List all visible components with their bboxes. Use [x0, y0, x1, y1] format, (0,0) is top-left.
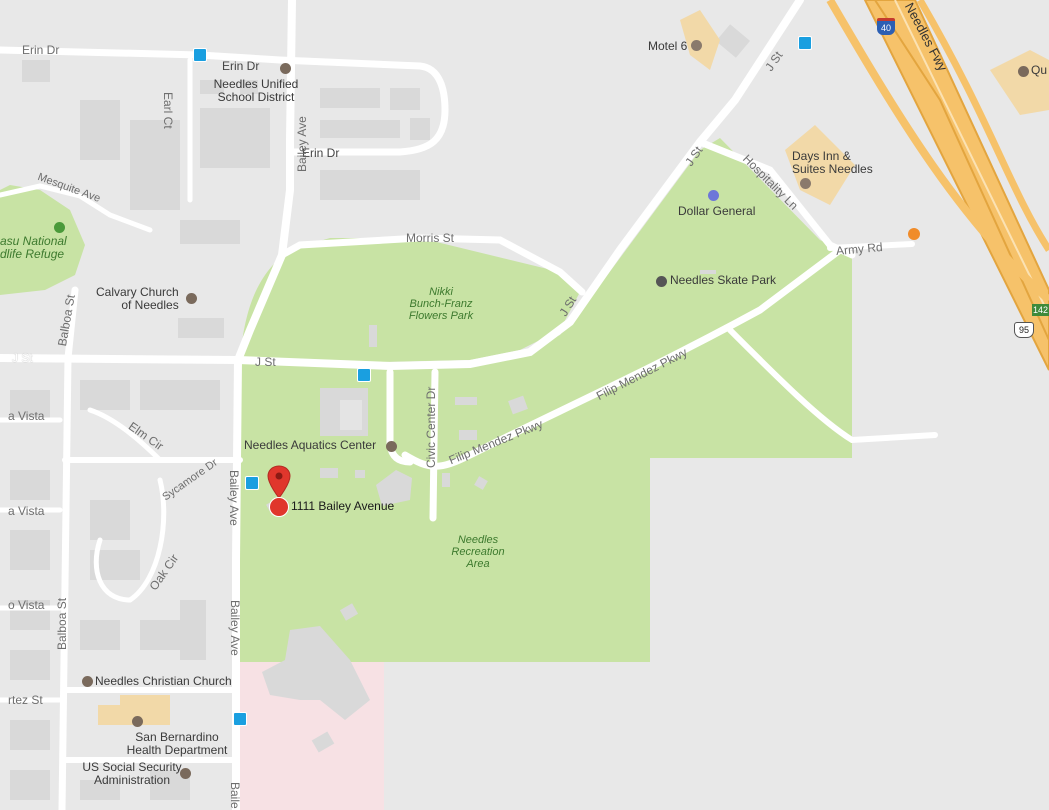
commercial-buildings — [98, 10, 1049, 725]
street-label-erin-dr: Erin Dr — [22, 43, 60, 57]
street-label-bailey-ave: Baile — [228, 782, 242, 809]
park-label-line: Needles — [457, 534, 499, 546]
bus-stop-icon[interactable] — [798, 36, 812, 50]
hotel-icon[interactable] — [1018, 66, 1029, 77]
street-label-bailey-ave: Bailey Ave — [227, 470, 241, 526]
street-label-erin-dr: Erin Dr — [302, 146, 340, 160]
poi-needles-christian-church[interactable]: Needles Christian Church — [95, 674, 232, 688]
bus-stop-icon[interactable] — [233, 712, 247, 726]
route-142-shield: 142 — [1032, 304, 1049, 316]
bus-stop-icon[interactable] — [357, 368, 371, 382]
restaurant-icon[interactable] — [908, 228, 920, 240]
park-icon[interactable] — [54, 222, 65, 233]
school-icon[interactable] — [280, 63, 291, 74]
street-label-vista: a Vista — [8, 409, 45, 423]
roads — [0, 0, 938, 810]
street-label-ortez-st: rtez St — [8, 693, 43, 707]
poi-label: Suites Needles — [792, 162, 873, 177]
freeway-outer — [863, 0, 1049, 371]
refuge-area — [0, 185, 85, 295]
street-label-j-st: J St — [12, 351, 33, 365]
poi-needles-unified-school-district[interactable]: Needles Unified School District — [204, 77, 308, 105]
poi-label: School District — [217, 90, 295, 105]
church-icon[interactable] — [186, 293, 197, 304]
park-label-line: Bunch-Franz — [409, 298, 473, 311]
interstate-40-shield: 40 — [877, 18, 895, 35]
poi-label: Days Inn & — [792, 149, 851, 163]
park-label-line: Recreation — [451, 546, 505, 559]
park-label-recreation-area: Needles Recreation Area — [442, 534, 514, 570]
freeway-divider — [894, 0, 1049, 316]
address-marker-icon[interactable] — [269, 497, 289, 517]
poi-us-social-security-administration[interactable]: US Social Security Administration — [74, 760, 190, 788]
street-label-vista: o Vista — [8, 598, 45, 612]
poi-label: Health Department — [126, 743, 228, 758]
poi-needles-skate-park[interactable]: Needles Skate Park — [670, 273, 777, 287]
skate-park-icon[interactable] — [656, 276, 667, 287]
park-label-nikki-bunch-franz: Nikki Bunch-Franz Flowers Park — [406, 286, 476, 322]
poi-days-inn[interactable]: Days Inn & Suites Needles — [792, 149, 873, 177]
government-icon[interactable] — [132, 716, 143, 727]
poi-national-wildlife-refuge[interactable]: asu National dlife Refuge — [0, 234, 67, 262]
street-label-civic-center-dr: Civic Center Dr — [424, 386, 438, 468]
poi-label: Calvary Church — [96, 285, 179, 299]
shopping-icon[interactable] — [708, 190, 719, 201]
poi-needles-aquatics-center[interactable]: Needles Aquatics Center — [244, 438, 377, 452]
poi-label-truncated[interactable]: Qu — [1031, 63, 1048, 77]
poi-label: of Needles — [121, 298, 179, 313]
hotel-icon — [690, 40, 702, 51]
recreation-area — [240, 138, 852, 662]
poi-dollar-general[interactable]: Dollar General — [678, 204, 756, 218]
park-label-line: Nikki — [429, 286, 453, 298]
street-label-bailey-ave: Bailey Ave — [228, 600, 242, 656]
freeway-ramp — [826, 0, 1049, 303]
freeway-ramp-right — [916, 0, 1049, 252]
poi-label: Administration — [93, 773, 171, 788]
poi-calvary-church[interactable]: Calvary Church of Needles — [96, 285, 179, 313]
us-95-shield: 95 — [1014, 322, 1034, 338]
poi-label: San Bernardino — [135, 730, 219, 744]
bus-stop-icon[interactable] — [245, 476, 259, 490]
street-label-balboa-st: Balboa St — [55, 597, 69, 650]
street-label-earl-ct: Earl Ct — [161, 92, 175, 129]
poi-san-bernardino-health-department[interactable]: San Bernardino Health Department — [118, 730, 236, 758]
poi-label: US Social Security — [82, 760, 182, 774]
street-label-vista: a Vista — [8, 504, 45, 518]
nikki-park-area — [240, 238, 580, 362]
hotel-icon[interactable] — [800, 178, 811, 189]
street-label-j-st: J St — [255, 355, 276, 369]
street-label-bailey-ave: Bailey Ave — [295, 116, 309, 172]
bus-stop-icon[interactable] — [193, 48, 207, 62]
park-label-line: Area — [466, 558, 490, 571]
poi-label: Needles Unified — [213, 77, 299, 91]
poi-label: dlife Refuge — [0, 247, 65, 262]
poi-motel-6[interactable]: Motel 6 — [648, 39, 702, 53]
poi-label: Motel 6 — [648, 39, 688, 53]
freeway-main — [873, 0, 1049, 341]
government-icon[interactable] — [180, 768, 191, 779]
street-label-erin-dr: Erin Dr — [222, 59, 260, 73]
aquatics-icon[interactable] — [386, 441, 397, 452]
street-label-morris-st: Morris St — [406, 231, 454, 245]
church-icon[interactable] — [82, 676, 93, 687]
park-label-line: Flowers Park — [408, 310, 474, 323]
address-label[interactable]: 1111 Bailey Avenue — [291, 499, 395, 513]
poi-label: asu National — [0, 234, 67, 248]
